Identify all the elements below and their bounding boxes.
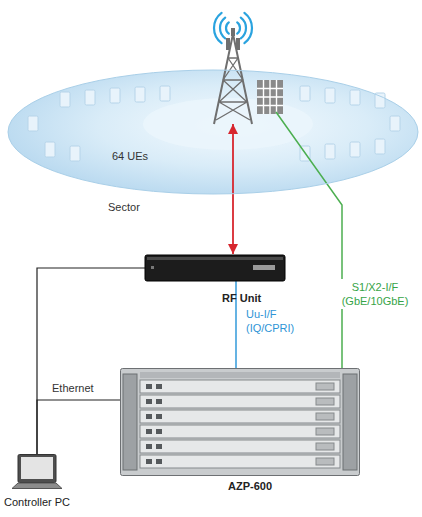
ue-phone [375, 93, 385, 108]
ue-phone [350, 142, 360, 157]
card-port [156, 384, 162, 389]
chassis-body [120, 368, 360, 476]
card-port [156, 429, 162, 434]
base-station-chassis: AZP-600 [120, 368, 360, 476]
building-grid [257, 80, 283, 114]
cell-tower [214, 28, 252, 124]
line-card [140, 380, 340, 393]
controller-laptop: Controller PC [12, 454, 62, 489]
ue-phone [160, 86, 170, 101]
rf-unit: RF Unit [145, 255, 285, 281]
antenna [236, 38, 240, 50]
card-port [146, 414, 152, 419]
card-latch [316, 443, 334, 450]
disc-outline [6, 68, 420, 196]
ue-phone [110, 88, 120, 103]
card-latch [316, 428, 334, 435]
ue-phone [375, 139, 385, 154]
rf-unit-body [145, 255, 285, 281]
signal-arc [241, 18, 246, 39]
rf-led [151, 266, 154, 269]
ue-phone [325, 144, 335, 159]
card-port [146, 459, 152, 464]
edge-label: Uu-I/F (IQ/CPRI) [246, 307, 308, 335]
ue-phone [135, 87, 145, 102]
ue-phone [45, 142, 55, 157]
building-body [257, 80, 283, 114]
card-latch [316, 383, 334, 390]
card-port [156, 414, 162, 419]
signal-arc [226, 22, 229, 33]
ue-phone [70, 146, 80, 161]
device-label: AZP-600 [228, 480, 272, 493]
card-port [156, 444, 162, 449]
card-port [146, 384, 152, 389]
signal-arc [237, 22, 240, 33]
card-latch [316, 458, 334, 465]
card-port [146, 399, 152, 404]
antenna [231, 28, 235, 36]
card-port [146, 429, 152, 434]
area-label: 64 UEs [112, 150, 148, 163]
ue-phone [390, 116, 400, 131]
edge-label: Ethernet [52, 381, 94, 395]
laptop-screen [21, 457, 53, 479]
rf-logo [253, 265, 275, 270]
chassis-case [121, 369, 360, 476]
inner-disc [143, 98, 313, 150]
signal-arc [244, 13, 252, 43]
tower-leg [214, 34, 252, 124]
edge-label: S1/X2-I/F (GbE/10GbE) [332, 279, 418, 309]
ue-phone [28, 116, 38, 131]
disc-edge [8, 70, 418, 194]
card-latch [316, 398, 334, 405]
device-label: Controller PC [4, 496, 70, 509]
line-card [140, 455, 340, 468]
tower-brace [216, 58, 250, 120]
base-building [257, 80, 283, 114]
ue-phone [325, 88, 335, 103]
ue-phone [85, 90, 95, 105]
rf-highlight [147, 257, 283, 260]
connector [232, 124, 234, 254]
signal-arc [214, 13, 222, 43]
chassis-top-rim [140, 372, 340, 378]
line-card [140, 425, 340, 438]
card-latch [316, 413, 334, 420]
laptop-lid [18, 455, 56, 483]
edge-label: Sector [108, 200, 140, 214]
line-card [140, 440, 340, 453]
rf-case [145, 255, 285, 281]
laptop-body [12, 454, 62, 489]
coverage-area: 64 UEs [6, 68, 420, 196]
device-label: RF Unit [222, 292, 261, 305]
card-port [156, 459, 162, 464]
chassis-handle [343, 374, 357, 470]
ue-phone [350, 90, 360, 105]
antenna [226, 38, 230, 50]
signal-arc [220, 18, 225, 39]
connector [276, 112, 360, 400]
ue-phone [300, 86, 310, 101]
card-port [146, 444, 152, 449]
laptop-base [12, 483, 62, 489]
ue-phone [60, 92, 70, 107]
connector [37, 400, 120, 454]
coverage-disc [8, 70, 418, 194]
card-port [156, 399, 162, 404]
chassis-handle [123, 374, 137, 470]
line-card [140, 410, 340, 423]
line-card [140, 395, 340, 408]
